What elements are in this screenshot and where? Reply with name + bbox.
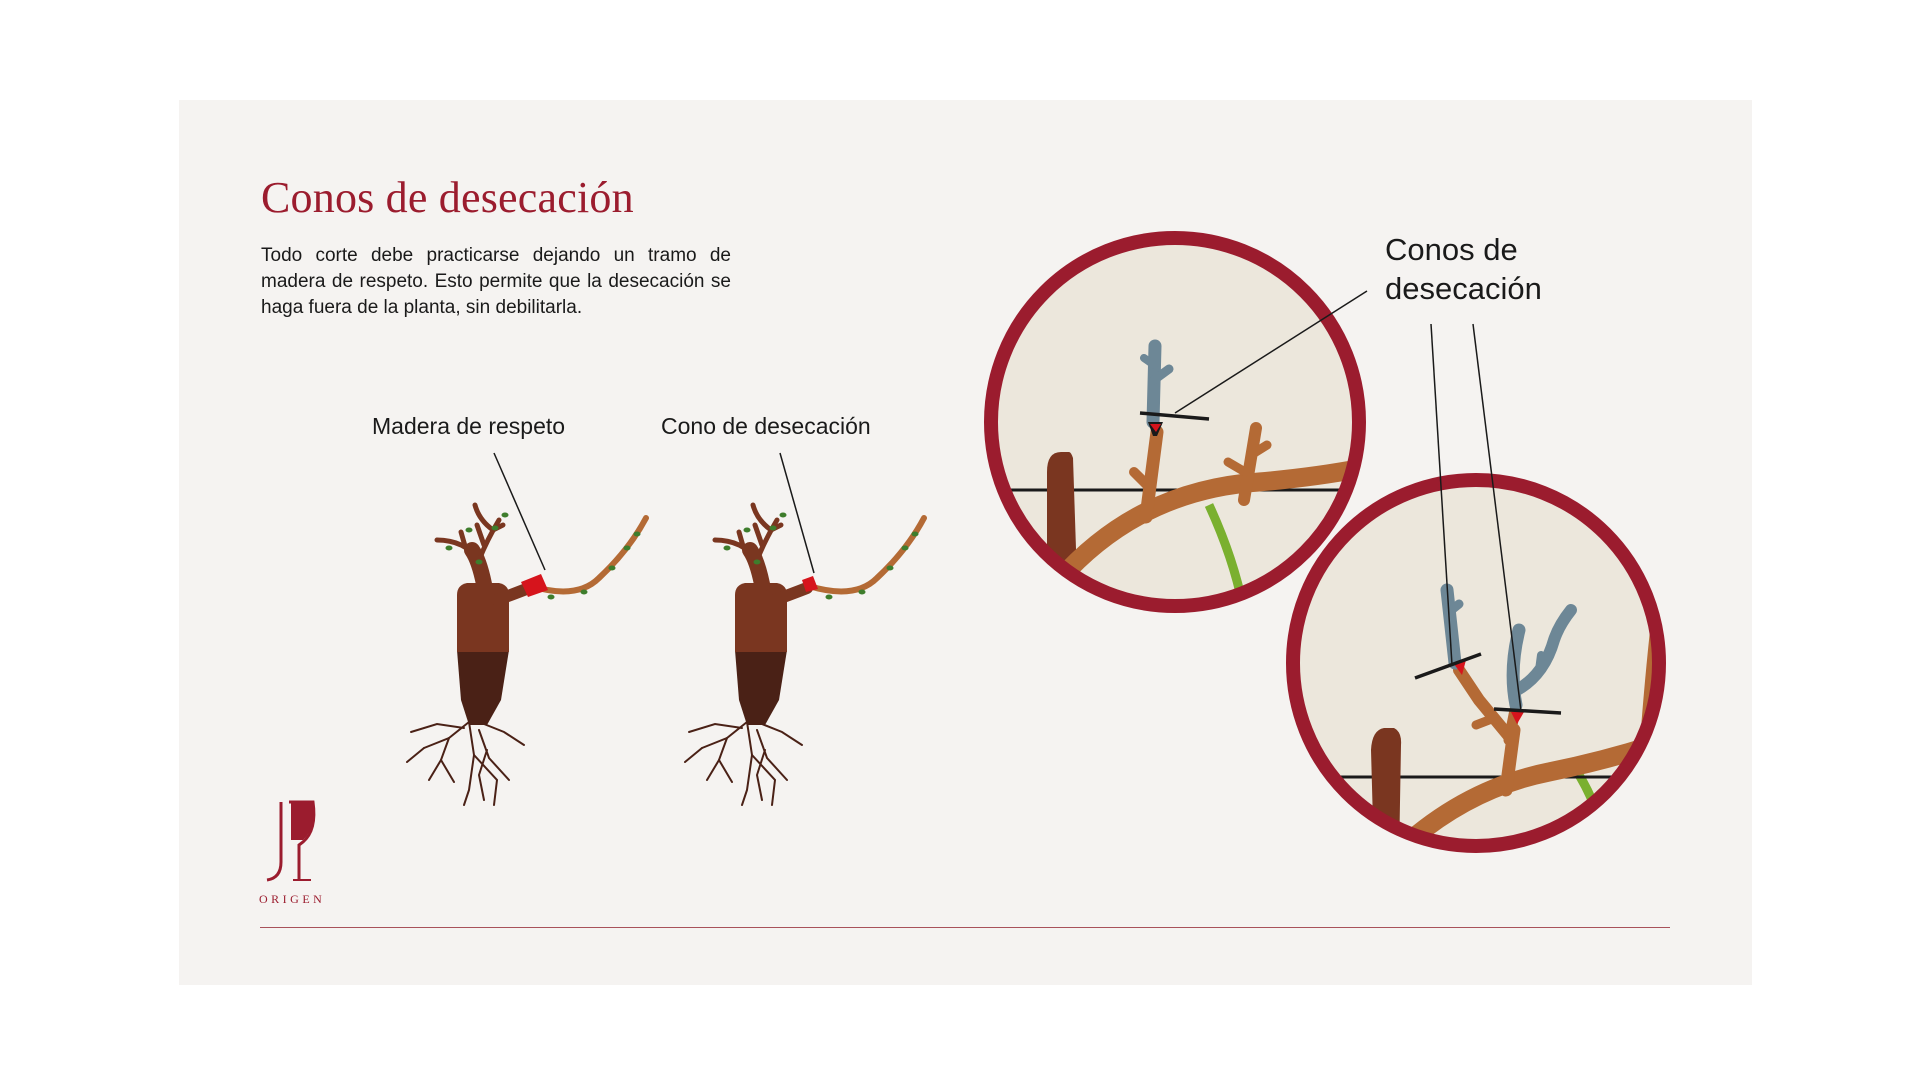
label-conos-line2: desecación — [1385, 271, 1542, 306]
vine-madera-respeto — [407, 452, 646, 805]
label-cono-desecacion: Cono de desecación — [661, 413, 871, 439]
vine-cono-desecacion — [685, 452, 924, 805]
description-text: Todo corte debe practicarse dejando un t… — [261, 245, 731, 318]
brand-name: ORIGEN — [259, 892, 326, 906]
pruning-illustration — [179, 231, 1666, 853]
label-conos-line1: Conos de — [1385, 232, 1518, 267]
magnifier-bottom — [1286, 473, 1666, 853]
label-madera-respeto: Madera de respeto — [372, 413, 566, 439]
footer-divider — [260, 927, 1670, 928]
brand-logo — [266, 800, 316, 882]
leader-lines — [1174, 290, 1522, 712]
page-title: Conos de desecación — [261, 173, 634, 222]
slide: Conos de desecación Todo corte debe prac… — [179, 100, 1752, 985]
